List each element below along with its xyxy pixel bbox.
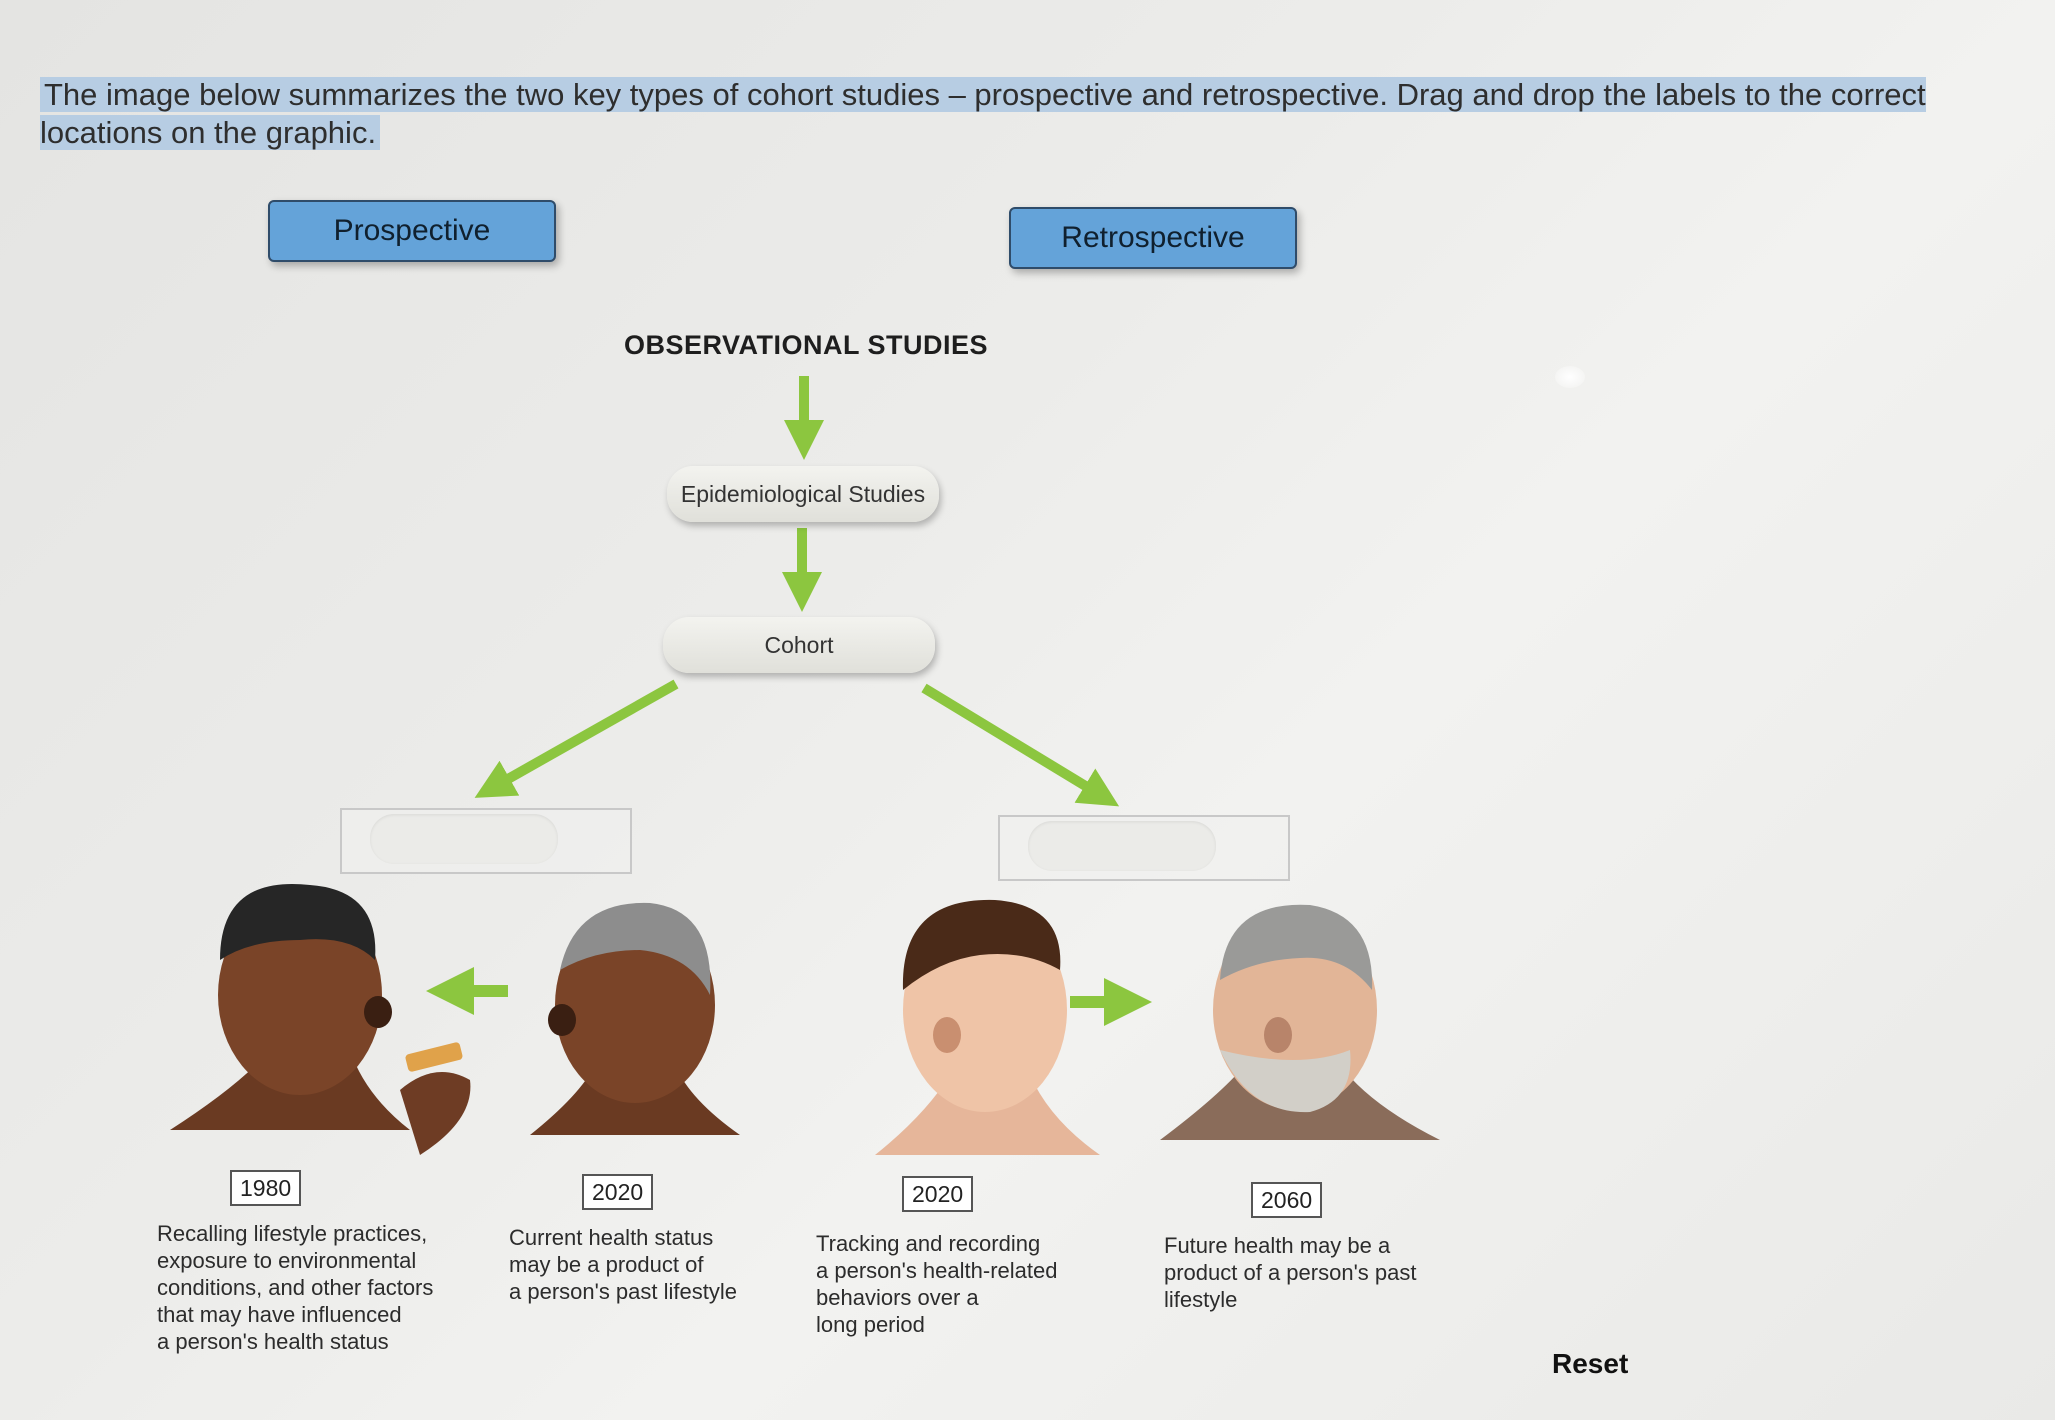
- screen-glare: [1555, 366, 1585, 388]
- retrospective-drag-label[interactable]: Retrospective: [1009, 207, 1297, 269]
- older-man-illustration: [530, 902, 740, 1135]
- instructions: The image below summarizes the two key t…: [40, 76, 1940, 152]
- arrow-to-right: [921, 683, 1120, 807]
- panel-1-year: 1980: [230, 1170, 302, 1206]
- young-man-eating-illustration: [170, 883, 471, 1155]
- cohort-node: Cohort: [663, 617, 935, 673]
- drop-zone-left[interactable]: [340, 808, 632, 874]
- epidemiological-studies-node: Epidemiological Studies: [667, 466, 939, 522]
- panel-4-description: Future health may be a product of a pers…: [1164, 1233, 1417, 1312]
- panel-2-description: Current health status may be a product o…: [509, 1225, 737, 1304]
- young-man-illustration: [875, 899, 1100, 1155]
- panel-3-year: 2020: [902, 1176, 974, 1212]
- prospective-drag-label[interactable]: Prospective: [268, 200, 556, 262]
- panel-2-year: 2020: [582, 1174, 654, 1210]
- older-bearded-man-illustration: [1160, 904, 1440, 1140]
- diagram-heading: OBSERVATIONAL STUDIES: [623, 330, 989, 360]
- panel-3-description: Tracking and recording a person's health…: [816, 1231, 1058, 1337]
- drop-zone-right[interactable]: [998, 815, 1290, 881]
- panel-1-description: Recalling lifestyle practices, exposure …: [157, 1221, 434, 1354]
- panel-4-year: 2060: [1251, 1182, 1323, 1218]
- arrow-to-left: [474, 679, 679, 798]
- reset-button[interactable]: Reset: [1552, 1348, 1629, 1379]
